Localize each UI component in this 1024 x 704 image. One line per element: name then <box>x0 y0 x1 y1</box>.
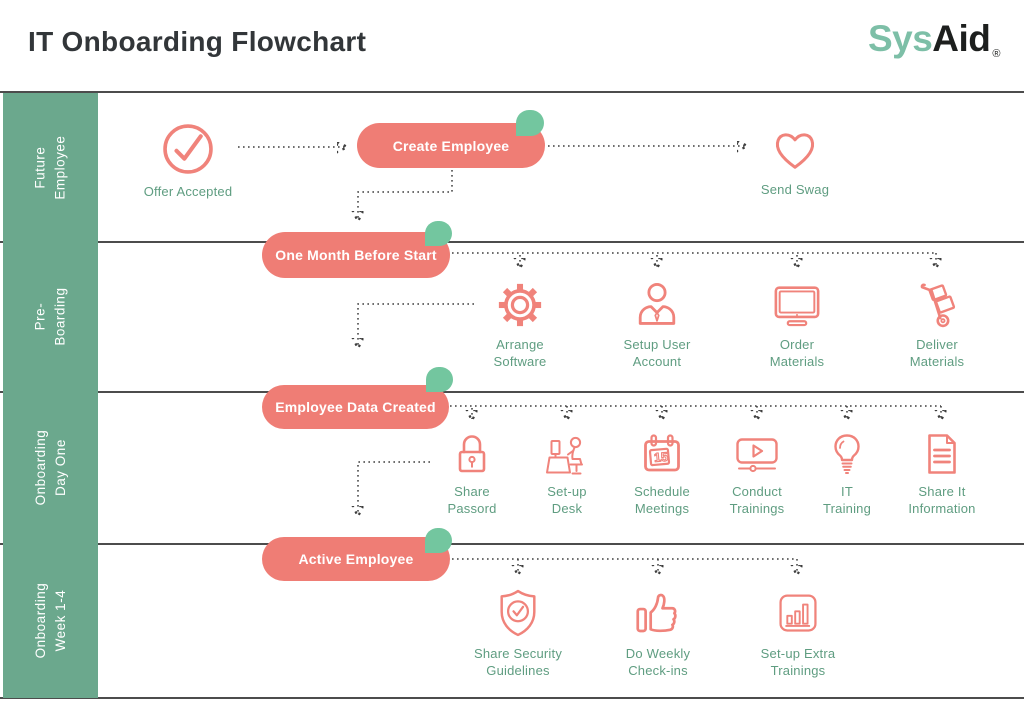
step-schedule-meetings: 15 Schedule Meetings <box>607 430 717 518</box>
sysaid-logo: SysAid® <box>867 18 1001 60</box>
step-label: Setup User Account <box>623 337 691 369</box>
user-icon <box>638 283 676 325</box>
swimlane-onboarding-week-1-4: Onboarding Week 1-4 <box>3 544 98 698</box>
step-conduct-trainings: Conduct Trainings <box>702 430 812 518</box>
swimlane-label: Onboarding Week 1-4 <box>32 583 68 659</box>
step-label: Send Swag <box>760 182 830 197</box>
lightbulb-icon <box>834 434 860 474</box>
leaf-icon <box>425 528 452 553</box>
lane-divider <box>0 241 1024 243</box>
calendar-icon: 15 <box>644 434 680 472</box>
bar-chart-icon <box>779 594 817 632</box>
step-share-passord: Share Passord <box>417 430 527 518</box>
node-one-month-before-start: One Month Before Start <box>262 232 450 278</box>
check-circle-icon <box>163 124 213 174</box>
step-label: Arrange Software <box>493 337 547 369</box>
step-offer-accepted: Offer Accepted <box>128 120 248 201</box>
padlock-icon <box>458 435 486 473</box>
swimlane-onboarding-day-one: Onboarding Day One <box>3 392 98 544</box>
step-label: IT Training <box>822 484 872 516</box>
step-label: Do Weekly Check-ins <box>625 646 691 678</box>
calendar-day-text: 15 <box>653 450 668 465</box>
step-label: Order Materials <box>769 337 825 369</box>
registered-mark: ® <box>992 48 1000 60</box>
monitor-icon <box>774 286 820 327</box>
heart-icon <box>775 133 815 169</box>
thumbs-up-icon <box>636 593 677 633</box>
logo-text-aid: Aid <box>932 18 991 59</box>
swimlane-label: Pre- Boarding <box>32 287 68 347</box>
swimlane-label: Future Employee <box>32 135 68 200</box>
node-active-employee: Active Employee <box>262 537 450 581</box>
step-it-training: IT Training <box>792 430 902 518</box>
node-employee-data-created: Employee Data Created <box>262 385 449 429</box>
step-label: Share Passord <box>447 484 497 516</box>
swimlane-future-employee: Future Employee <box>3 93 98 242</box>
document-icon <box>928 434 956 474</box>
leaf-icon <box>425 221 452 246</box>
step-share-it-information: Share It Information <box>887 430 997 518</box>
step-deliver-materials: Deliver Materials <box>877 279 997 371</box>
step-set-up-desk: Set-up Desk <box>512 430 622 518</box>
lane-divider <box>0 697 1024 699</box>
step-arrange-software: Arrange Software <box>460 279 580 371</box>
step-label: Schedule Meetings <box>634 484 690 516</box>
page-title: IT Onboarding Flowchart <box>28 26 367 57</box>
step-label: Set-up Extra Trainings <box>760 646 836 678</box>
step-label: Set-up Desk <box>547 484 587 516</box>
hand-truck-icon <box>920 283 956 328</box>
gear-icon <box>498 283 542 327</box>
desk-person-icon <box>546 436 583 475</box>
swimlane-pre-boarding: Pre- Boarding <box>3 242 98 392</box>
step-send-swag: Send Swag <box>735 120 855 199</box>
swimlane-label: Onboarding Day One <box>32 430 68 506</box>
leaf-icon <box>426 367 453 392</box>
step-label: Share It Information <box>908 484 976 516</box>
shield-check-icon <box>500 589 536 637</box>
step-label: Deliver Materials <box>909 337 965 369</box>
lane-divider <box>0 91 1024 93</box>
lane-divider <box>0 391 1024 393</box>
lane-divider <box>0 543 1024 545</box>
step-order-materials: Order Materials <box>737 279 857 371</box>
step-do-weekly-check-ins: Do Weekly Check-ins <box>583 586 733 680</box>
step-label: Conduct Trainings <box>729 484 785 516</box>
video-player-icon <box>736 438 778 473</box>
step-share-security-guidelines: Share Security Guidelines <box>443 586 593 680</box>
step-setup-user-account: Setup User Account <box>597 279 717 371</box>
logo-text-sys: Sys <box>867 18 933 59</box>
node-create-employee: Create Employee <box>357 123 545 168</box>
step-set-up-extra-trainings: Set-up Extra Trainings <box>723 586 873 680</box>
step-label: Offer Accepted <box>143 184 233 199</box>
step-label: Share Security Guidelines <box>473 646 563 678</box>
leaf-icon <box>516 110 544 136</box>
